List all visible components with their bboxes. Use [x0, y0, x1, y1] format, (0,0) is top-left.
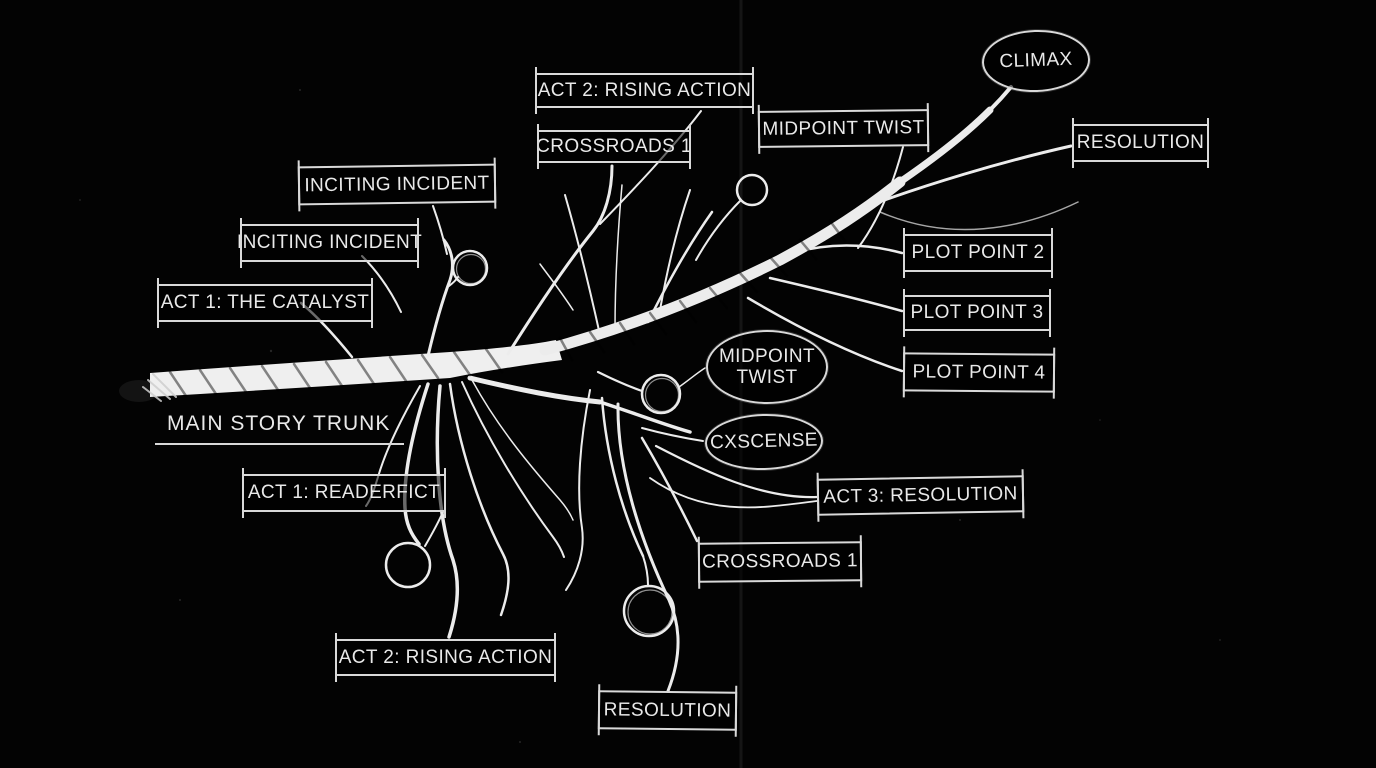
- label-resolution-bottom: RESOLUTION: [597, 690, 738, 731]
- label-plot-point-4: PLOT POINT 4: [902, 352, 1056, 393]
- label-act1-the-catalyst: ACT 1: THE CATALYST: [157, 278, 373, 328]
- label-act3-resolution: ACT 3: RESOLUTION: [816, 475, 1025, 516]
- label-plot-point-3: PLOT POINT 3: [903, 289, 1051, 337]
- label-resolution-right: RESOLUTION: [1072, 118, 1209, 168]
- label-plot-point-2: PLOT POINT 2: [903, 228, 1053, 278]
- label-act2-rising-action-bottom: ACT 2: RISING ACTION: [335, 633, 556, 682]
- label-midpoint-twist-box: MIDPOINT TWIST: [757, 109, 930, 148]
- label-act2-rising-action-top: ACT 2: RISING ACTION: [535, 67, 754, 114]
- label-crossroads-1-top: CROSSROADS 1: [536, 124, 691, 169]
- label-crossroads-1-bottom: CROSSROADS 1: [697, 541, 863, 583]
- label-main-story-trunk: MAIN STORY TRUNK: [155, 412, 405, 445]
- label-inciting-incident-upper: INCITING INCIDENT: [297, 163, 497, 206]
- label-inciting-incident-lower: INCITING INCIDENT: [237, 218, 422, 268]
- oval-midpoint-twist: MIDPOINT TWIST: [706, 330, 828, 404]
- label-act1-readerfict: ACT 1: READERFICT: [242, 468, 446, 518]
